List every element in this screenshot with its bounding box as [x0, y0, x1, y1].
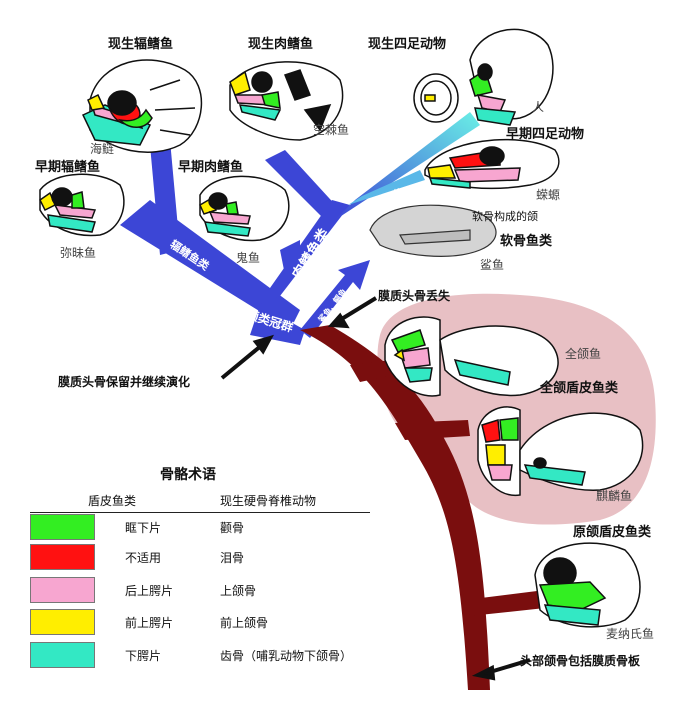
- group-label-early-tetrapod: 早期四足动物: [506, 127, 585, 142]
- annotation-dermal-retained: 膜质头骨保留并继续演化: [58, 375, 191, 389]
- species-coelacanth: 空棘鱼: [313, 123, 350, 137]
- legend-term-placoderm: 下腭片: [125, 649, 162, 663]
- legend-term-placoderm: 不适用: [125, 551, 162, 565]
- skull-early-tetrapod: [424, 138, 560, 190]
- legend-term-modern: 泪骨: [220, 551, 245, 565]
- legend-swatch: [30, 544, 95, 570]
- species-salamander: 蝾螈: [536, 188, 561, 202]
- legend-row: 后上腭片 上颌骨: [30, 577, 375, 603]
- skull-shark: [369, 204, 497, 257]
- legend-swatch: [30, 642, 95, 668]
- annotation-arrows: [220, 296, 531, 681]
- legend-swatch: [30, 609, 95, 635]
- legend-swatch: [30, 514, 95, 540]
- legend-row: 下腭片 齿骨（哺乳动物下颌骨）: [30, 642, 375, 668]
- species-shark: 鲨鱼: [480, 258, 505, 272]
- bony-fish-branches: [120, 140, 350, 345]
- legend-term-modern: 颧骨: [220, 521, 245, 535]
- group-label-modern-actinopterygii: 现生辐鳍鱼: [108, 37, 174, 52]
- species-guiyu: 鬼鱼: [236, 251, 261, 265]
- group-label-arthrodira: 全颌盾皮鱼类: [540, 381, 619, 396]
- species-human: 人: [532, 100, 545, 114]
- species-macropetalichthys: 麦纳氏鱼: [606, 627, 655, 641]
- legend-title: 骨骼术语: [160, 467, 216, 483]
- group-label-modern-sarcopterygii: 现生肉鳍鱼: [248, 37, 314, 52]
- legend-term-placoderm: 眶下片: [125, 521, 162, 535]
- skull-early-sarcopterygian: [199, 175, 290, 242]
- skull-early-actinopterygian: [39, 173, 125, 237]
- legend-col-placoderm: 盾皮鱼类: [88, 494, 137, 508]
- legend-row: 前上腭片 前上颌骨: [30, 609, 375, 635]
- annotation-dermal-jaw: 头部颌骨包括膜质骨板: [520, 654, 641, 668]
- tetrapod-branch-lower: [348, 170, 425, 205]
- group-label-primitive-placoderm: 原颌盾皮鱼类: [573, 525, 652, 540]
- legend-term-placoderm: 前上腭片: [125, 616, 174, 630]
- annotation-dermal-lost: 膜质头骨丢失: [378, 289, 451, 303]
- group-label-early-sarcopterygii: 早期肉鳍鱼: [178, 160, 244, 175]
- legend-col-modern: 现生硬骨脊椎动物: [220, 494, 317, 508]
- group-label-early-actinopterygii: 早期辐鳍鱼: [35, 160, 101, 175]
- skull-modern-actinopterygian: [81, 59, 203, 153]
- legend-term-modern: 齿骨（哺乳动物下颌骨）: [220, 649, 353, 663]
- legend: 骨骼术语 盾皮鱼类 现生硬骨脊椎动物 眶下片 颧骨 不适用 泪骨 后上腭片 上颌…: [30, 464, 375, 674]
- placoderm-branches: [300, 325, 545, 690]
- skull-human: [413, 28, 554, 126]
- skull-modern-sarcopterygian: [229, 61, 344, 141]
- skull-qilinyu: [477, 406, 644, 496]
- legend-term-modern: 上颌骨: [220, 584, 257, 598]
- legend-term-placoderm: 后上腭片: [125, 584, 174, 598]
- legend-row: 不适用 泪骨: [30, 544, 375, 570]
- shark-branch-arrow: [300, 260, 370, 338]
- annotation-cartilage-jaw: 软骨构成的颌: [472, 210, 538, 223]
- skull-macropetalichthys: [534, 542, 641, 628]
- skull-entelognathus: [384, 316, 559, 397]
- legend-swatch: [30, 577, 95, 603]
- legend-term-modern: 前上颌骨: [220, 616, 269, 630]
- species-mimia: 弥昧鱼: [60, 246, 97, 260]
- species-entelognathus: 全颌鱼: [565, 347, 602, 361]
- group-label-modern-tetrapod: 现生四足动物: [368, 37, 447, 52]
- group-label-chondrichthyes: 软骨鱼类: [500, 234, 553, 249]
- legend-row: 眶下片 颧骨: [30, 514, 375, 540]
- species-qilinyu: 麒麟鱼: [596, 489, 633, 503]
- species-seahorse: 海鲢: [90, 142, 115, 156]
- legend-divider: [30, 512, 370, 513]
